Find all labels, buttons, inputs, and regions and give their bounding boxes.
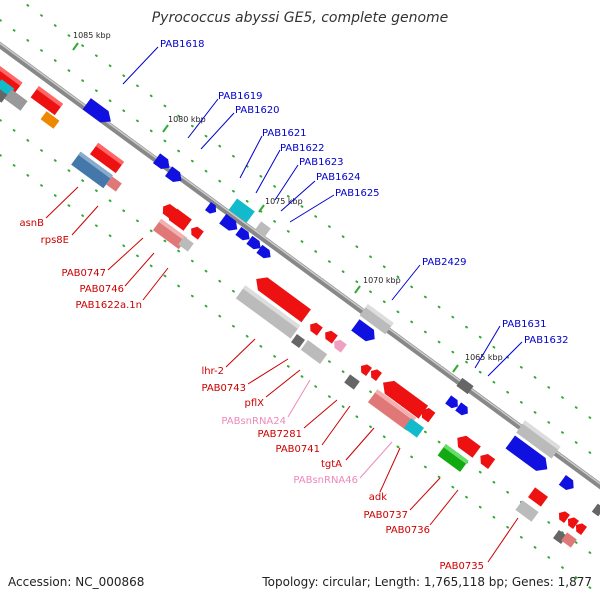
genome-summary: Topology: circular; Length: 1,765,118 bp… [261,575,592,589]
gene-label[interactable]: PAB0741 [275,444,320,455]
gene-label[interactable]: asnB [19,218,44,229]
gene-label[interactable]: PAB1624 [316,172,361,183]
gene-label[interactable]: PAB1621 [262,128,307,139]
gene-label[interactable]: adk [369,492,387,503]
tick-label: 1085 kbp [73,31,111,40]
tick-label: 1070 kbp [363,276,401,285]
gene-label[interactable]: PAB1632 [524,335,569,346]
gene-label[interactable]: PAB1625 [335,188,380,199]
forward-strand-features [0,61,574,491]
gene-label[interactable]: PAB2429 [422,257,467,268]
gene-label[interactable]: PAB1631 [502,319,547,330]
gene-label[interactable]: rps8E [41,235,69,246]
gene-label[interactable]: PAB1620 [235,105,280,116]
gene-label[interactable]: tgtA [321,459,342,470]
gene-label[interactable]: PAB0737 [363,510,408,521]
reverse-strand-features [0,85,600,548]
forward-gene-label-text: PAB1618 PAB1619 PAB1620 PAB1621 PAB1622 … [160,39,569,346]
map-title: Pyrococcus abyssi GE5, complete genome [152,10,449,26]
tick-label: 1080 kbp [168,115,206,124]
gene-label[interactable]: PAB0747 [61,268,106,279]
gene-label[interactable]: pflX [245,398,265,409]
gene-label[interactable]: PAB1623 [299,157,344,168]
reverse-gene-label-text: asnB rps8E PAB0747 PAB0746 PAB1622a.1n l… [19,218,484,572]
gene-label[interactable]: PAB0746 [79,284,124,295]
gene-label[interactable]: lhr-2 [201,366,224,377]
gene-label[interactable]: PAB0743 [201,383,246,394]
gene-label[interactable]: PABsnRNA24 [221,416,286,427]
gene-label[interactable]: PAB1618 [160,39,205,50]
kbp-ticks: 1085 kbp 1080 kbp 1075 kbp 1070 kbp 1065… [72,31,503,373]
gene-label[interactable]: PABsnRNA46 [293,475,358,486]
accession-label: Accession: NC_000868 [8,575,144,589]
gene-label[interactable]: PAB1622a.1n [75,300,142,311]
gene-label[interactable]: PAB7281 [257,429,302,440]
gene-label[interactable]: PAB0735 [439,561,484,572]
gene-label[interactable]: PAB0736 [385,525,430,536]
tick-label: 1065 kbp [465,353,503,362]
gene-label[interactable]: PAB1622 [280,143,325,154]
reverse-gene-leaders [45,186,519,563]
gene-label[interactable]: PAB1619 [218,91,263,102]
tick-label: 1075 kbp [265,197,303,206]
forward-gene-labels [122,46,523,377]
rna-gene-leaders [287,379,393,479]
